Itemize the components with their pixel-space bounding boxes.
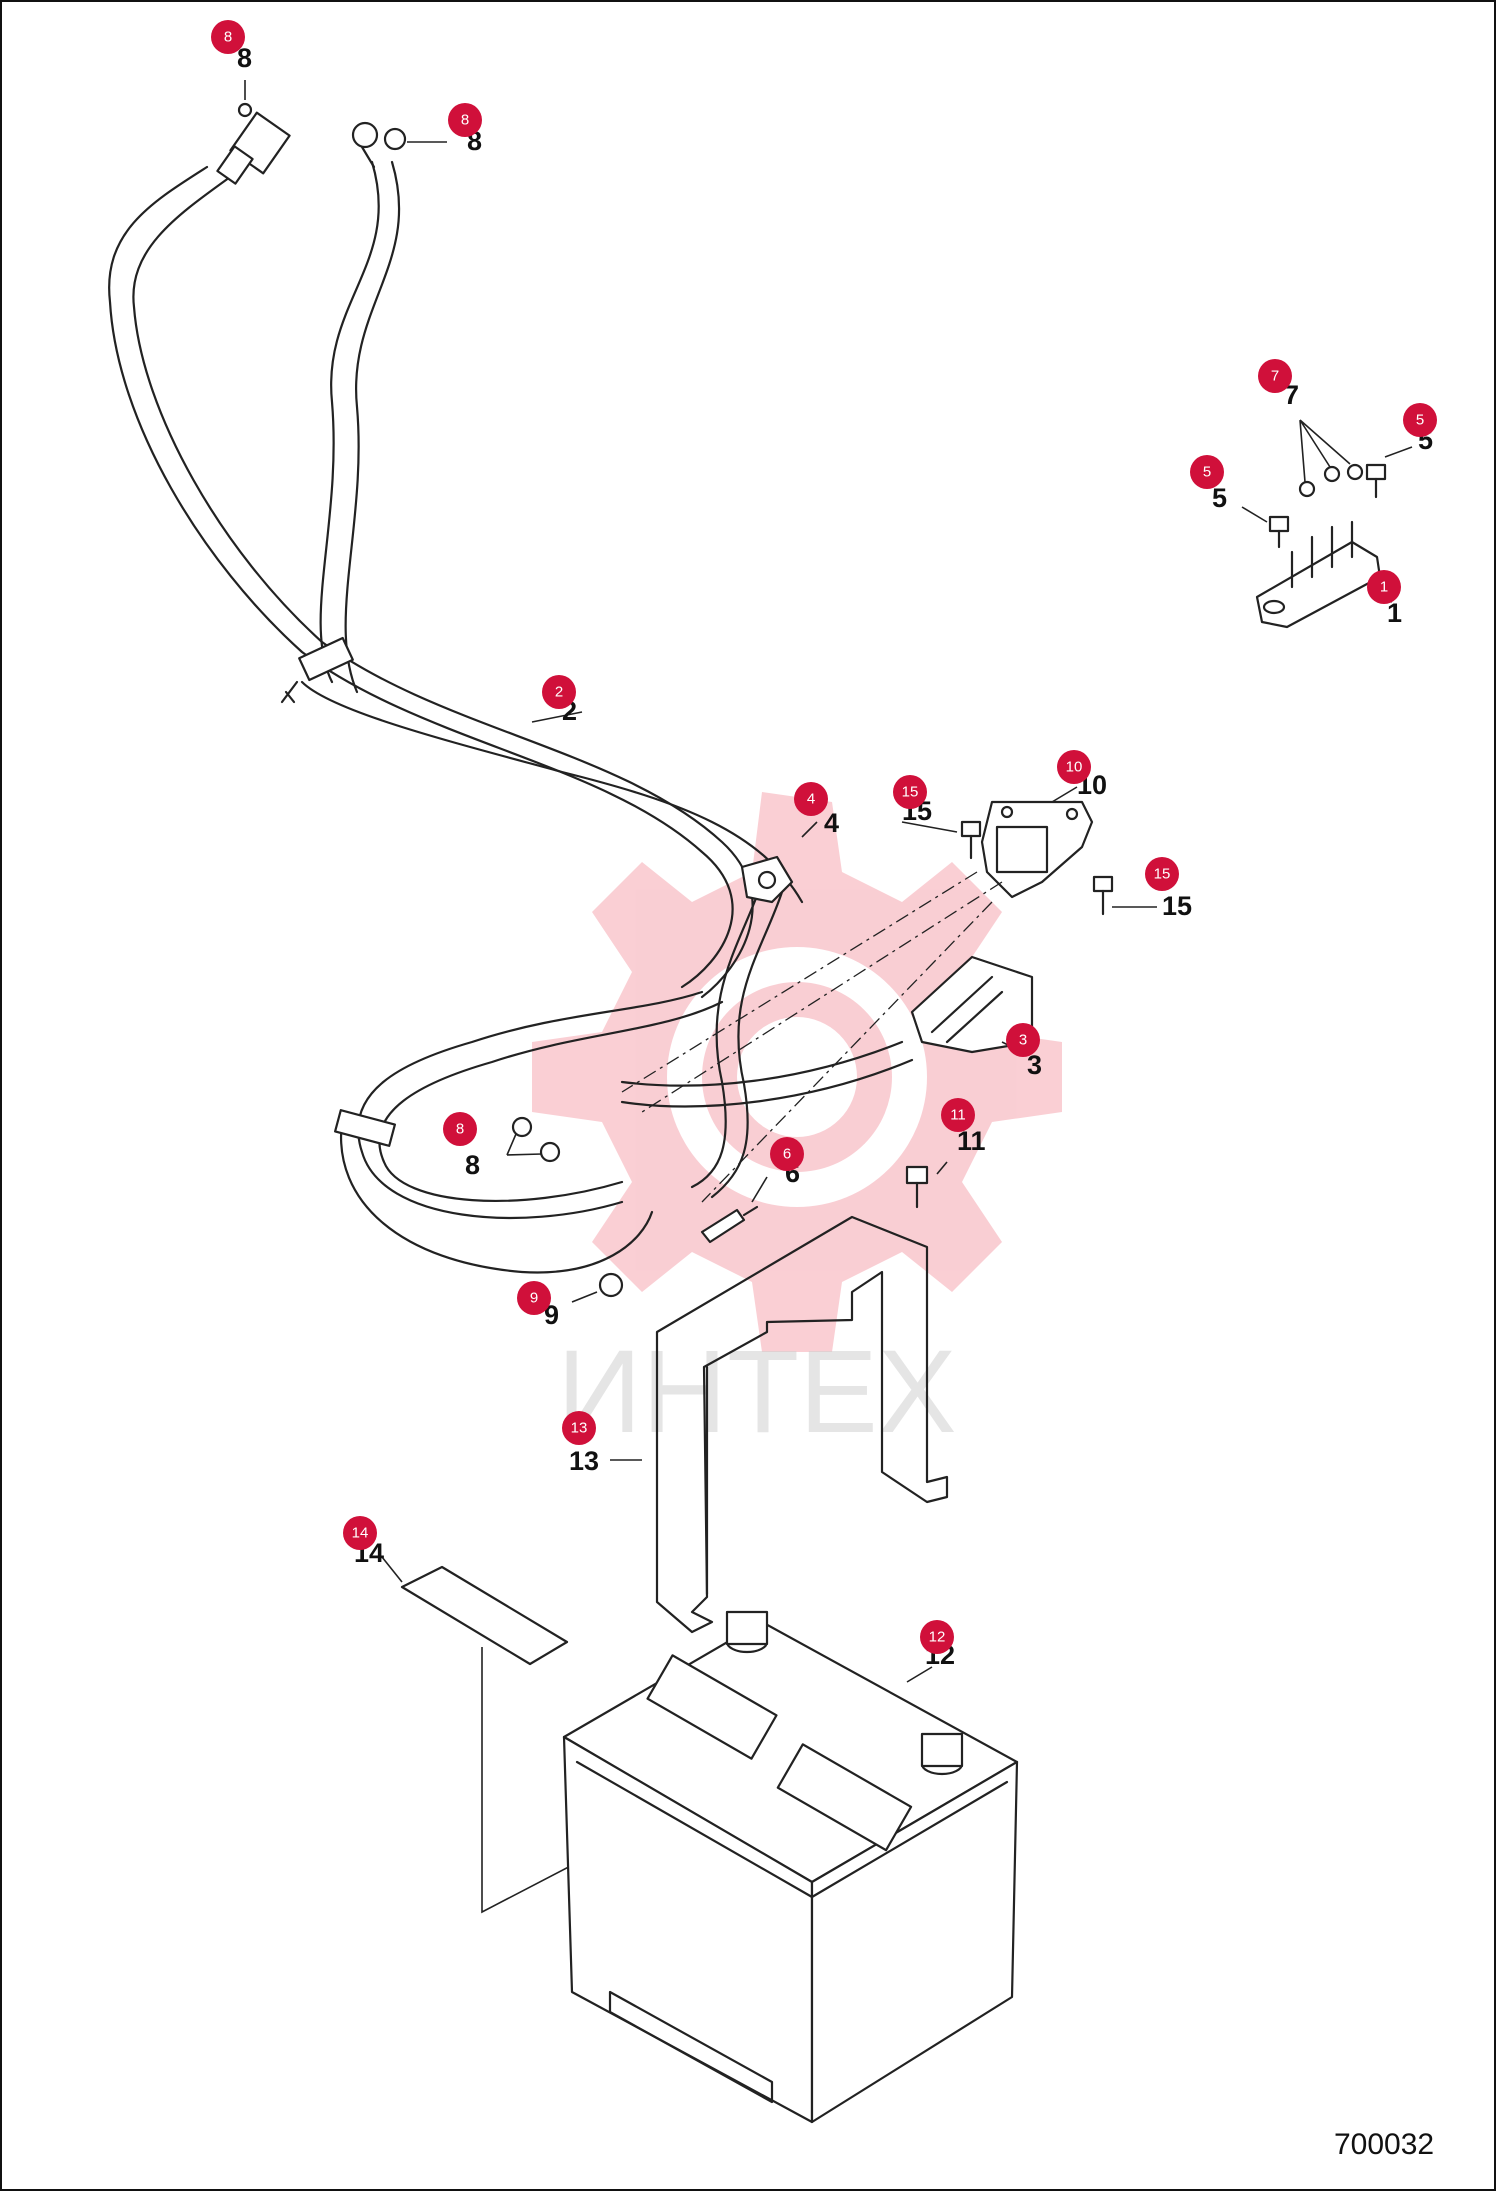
nuts-8-lower bbox=[506, 1116, 561, 1163]
svg-text:12: 12 bbox=[929, 1629, 946, 1646]
part-number: 5 bbox=[1212, 483, 1227, 513]
nuts-7 bbox=[1298, 419, 1364, 498]
cable-clip-lower bbox=[334, 1109, 396, 1147]
callout-leaders bbox=[244, 80, 1413, 1683]
part-numbers: 8 8 7 5 5 1 2 4 15 10 15 3 8 11 6 9 13 1… bbox=[237, 43, 1433, 1670]
nut-9 bbox=[598, 1272, 624, 1298]
callout-badge[interactable]: 14 bbox=[343, 1516, 377, 1550]
callout-badge[interactable]: 8 bbox=[448, 103, 482, 137]
callout-badges: 8 8 7 5 5 1 2 4 15 10 15 3 8 11 6 9 13 1… bbox=[211, 20, 1437, 1654]
pin-6 bbox=[700, 1205, 759, 1244]
part-number: 3 bbox=[1027, 1050, 1042, 1080]
part-number: 8 bbox=[465, 1150, 480, 1180]
bolt-15-left bbox=[960, 820, 982, 860]
callout-badge[interactable]: 5 bbox=[1403, 403, 1437, 437]
svg-text:7: 7 bbox=[1271, 368, 1279, 385]
svg-text:14: 14 bbox=[352, 1525, 369, 1542]
callout-badge[interactable]: 15 bbox=[1145, 857, 1179, 891]
svg-text:4: 4 bbox=[807, 791, 815, 808]
callout-badge[interactable]: 13 bbox=[562, 1411, 596, 1445]
terminal-top-left bbox=[216, 111, 291, 185]
part-number: 15 bbox=[1162, 891, 1192, 921]
part-number: 1 bbox=[1387, 598, 1402, 628]
svg-text:5: 5 bbox=[1203, 464, 1211, 481]
callout-badge[interactable]: 3 bbox=[1006, 1023, 1040, 1057]
svg-text:8: 8 bbox=[224, 29, 232, 46]
svg-text:9: 9 bbox=[530, 1290, 538, 1307]
svg-text:13: 13 bbox=[571, 1420, 588, 1437]
svg-text:10: 10 bbox=[1066, 759, 1083, 776]
svg-text:11: 11 bbox=[950, 1107, 966, 1124]
battery-12 bbox=[562, 1610, 1019, 2124]
part-number: 7 bbox=[1284, 380, 1299, 410]
callout-badge[interactable]: 4 bbox=[794, 782, 828, 816]
bolt-11 bbox=[905, 1165, 929, 1209]
callout-badge[interactable]: 8 bbox=[443, 1112, 477, 1146]
callout-badge[interactable]: 7 bbox=[1258, 359, 1292, 393]
svg-text:8: 8 bbox=[456, 1121, 464, 1138]
terminal-block-1 bbox=[1255, 520, 1382, 629]
bolt-15-right bbox=[1092, 875, 1114, 916]
callout-badge[interactable]: 6 bbox=[770, 1137, 804, 1171]
terminal-ring-top bbox=[351, 121, 379, 169]
svg-text:6: 6 bbox=[783, 1146, 791, 1163]
callout-badge[interactable]: 12 bbox=[920, 1620, 954, 1654]
svg-text:5: 5 bbox=[1416, 412, 1424, 429]
callout-badge[interactable]: 9 bbox=[517, 1281, 551, 1315]
watermark-gear-logo bbox=[532, 792, 1062, 1352]
svg-text:8: 8 bbox=[461, 112, 469, 129]
part-number: 13 bbox=[569, 1446, 599, 1476]
cable-clip-upper bbox=[280, 636, 354, 704]
callout-badge[interactable]: 11 bbox=[941, 1098, 975, 1132]
svg-text:3: 3 bbox=[1019, 1032, 1027, 1049]
screws-5 bbox=[1268, 463, 1387, 549]
callout-badge[interactable]: 5 bbox=[1190, 455, 1224, 489]
svg-text:2: 2 bbox=[555, 684, 563, 701]
part-number: 4 bbox=[824, 808, 839, 838]
watermark-text: ИНТЕХ bbox=[557, 1326, 957, 1458]
callout-badge[interactable]: 2 bbox=[542, 675, 576, 709]
svg-text:15: 15 bbox=[1154, 866, 1171, 883]
nut-8-top bbox=[237, 102, 407, 151]
callout-badge[interactable]: 1 bbox=[1367, 570, 1401, 604]
part-number: 8 bbox=[237, 43, 252, 73]
battery-bracket-13 bbox=[655, 1215, 949, 1634]
svg-text:1: 1 bbox=[1380, 579, 1388, 596]
drawing-code: 700032 bbox=[1334, 2128, 1434, 2161]
assembly-lines bbox=[621, 871, 1003, 1203]
connector-boot-3 bbox=[910, 955, 1034, 1054]
relay-bracket-10 bbox=[980, 800, 1094, 899]
callout-badge[interactable]: 8 bbox=[211, 20, 245, 54]
svg-text:15: 15 bbox=[902, 784, 919, 801]
callout-badge[interactable]: 10 bbox=[1057, 750, 1091, 784]
callout-badge[interactable]: 15 bbox=[893, 775, 927, 809]
battery-terminal-4 bbox=[740, 855, 794, 904]
